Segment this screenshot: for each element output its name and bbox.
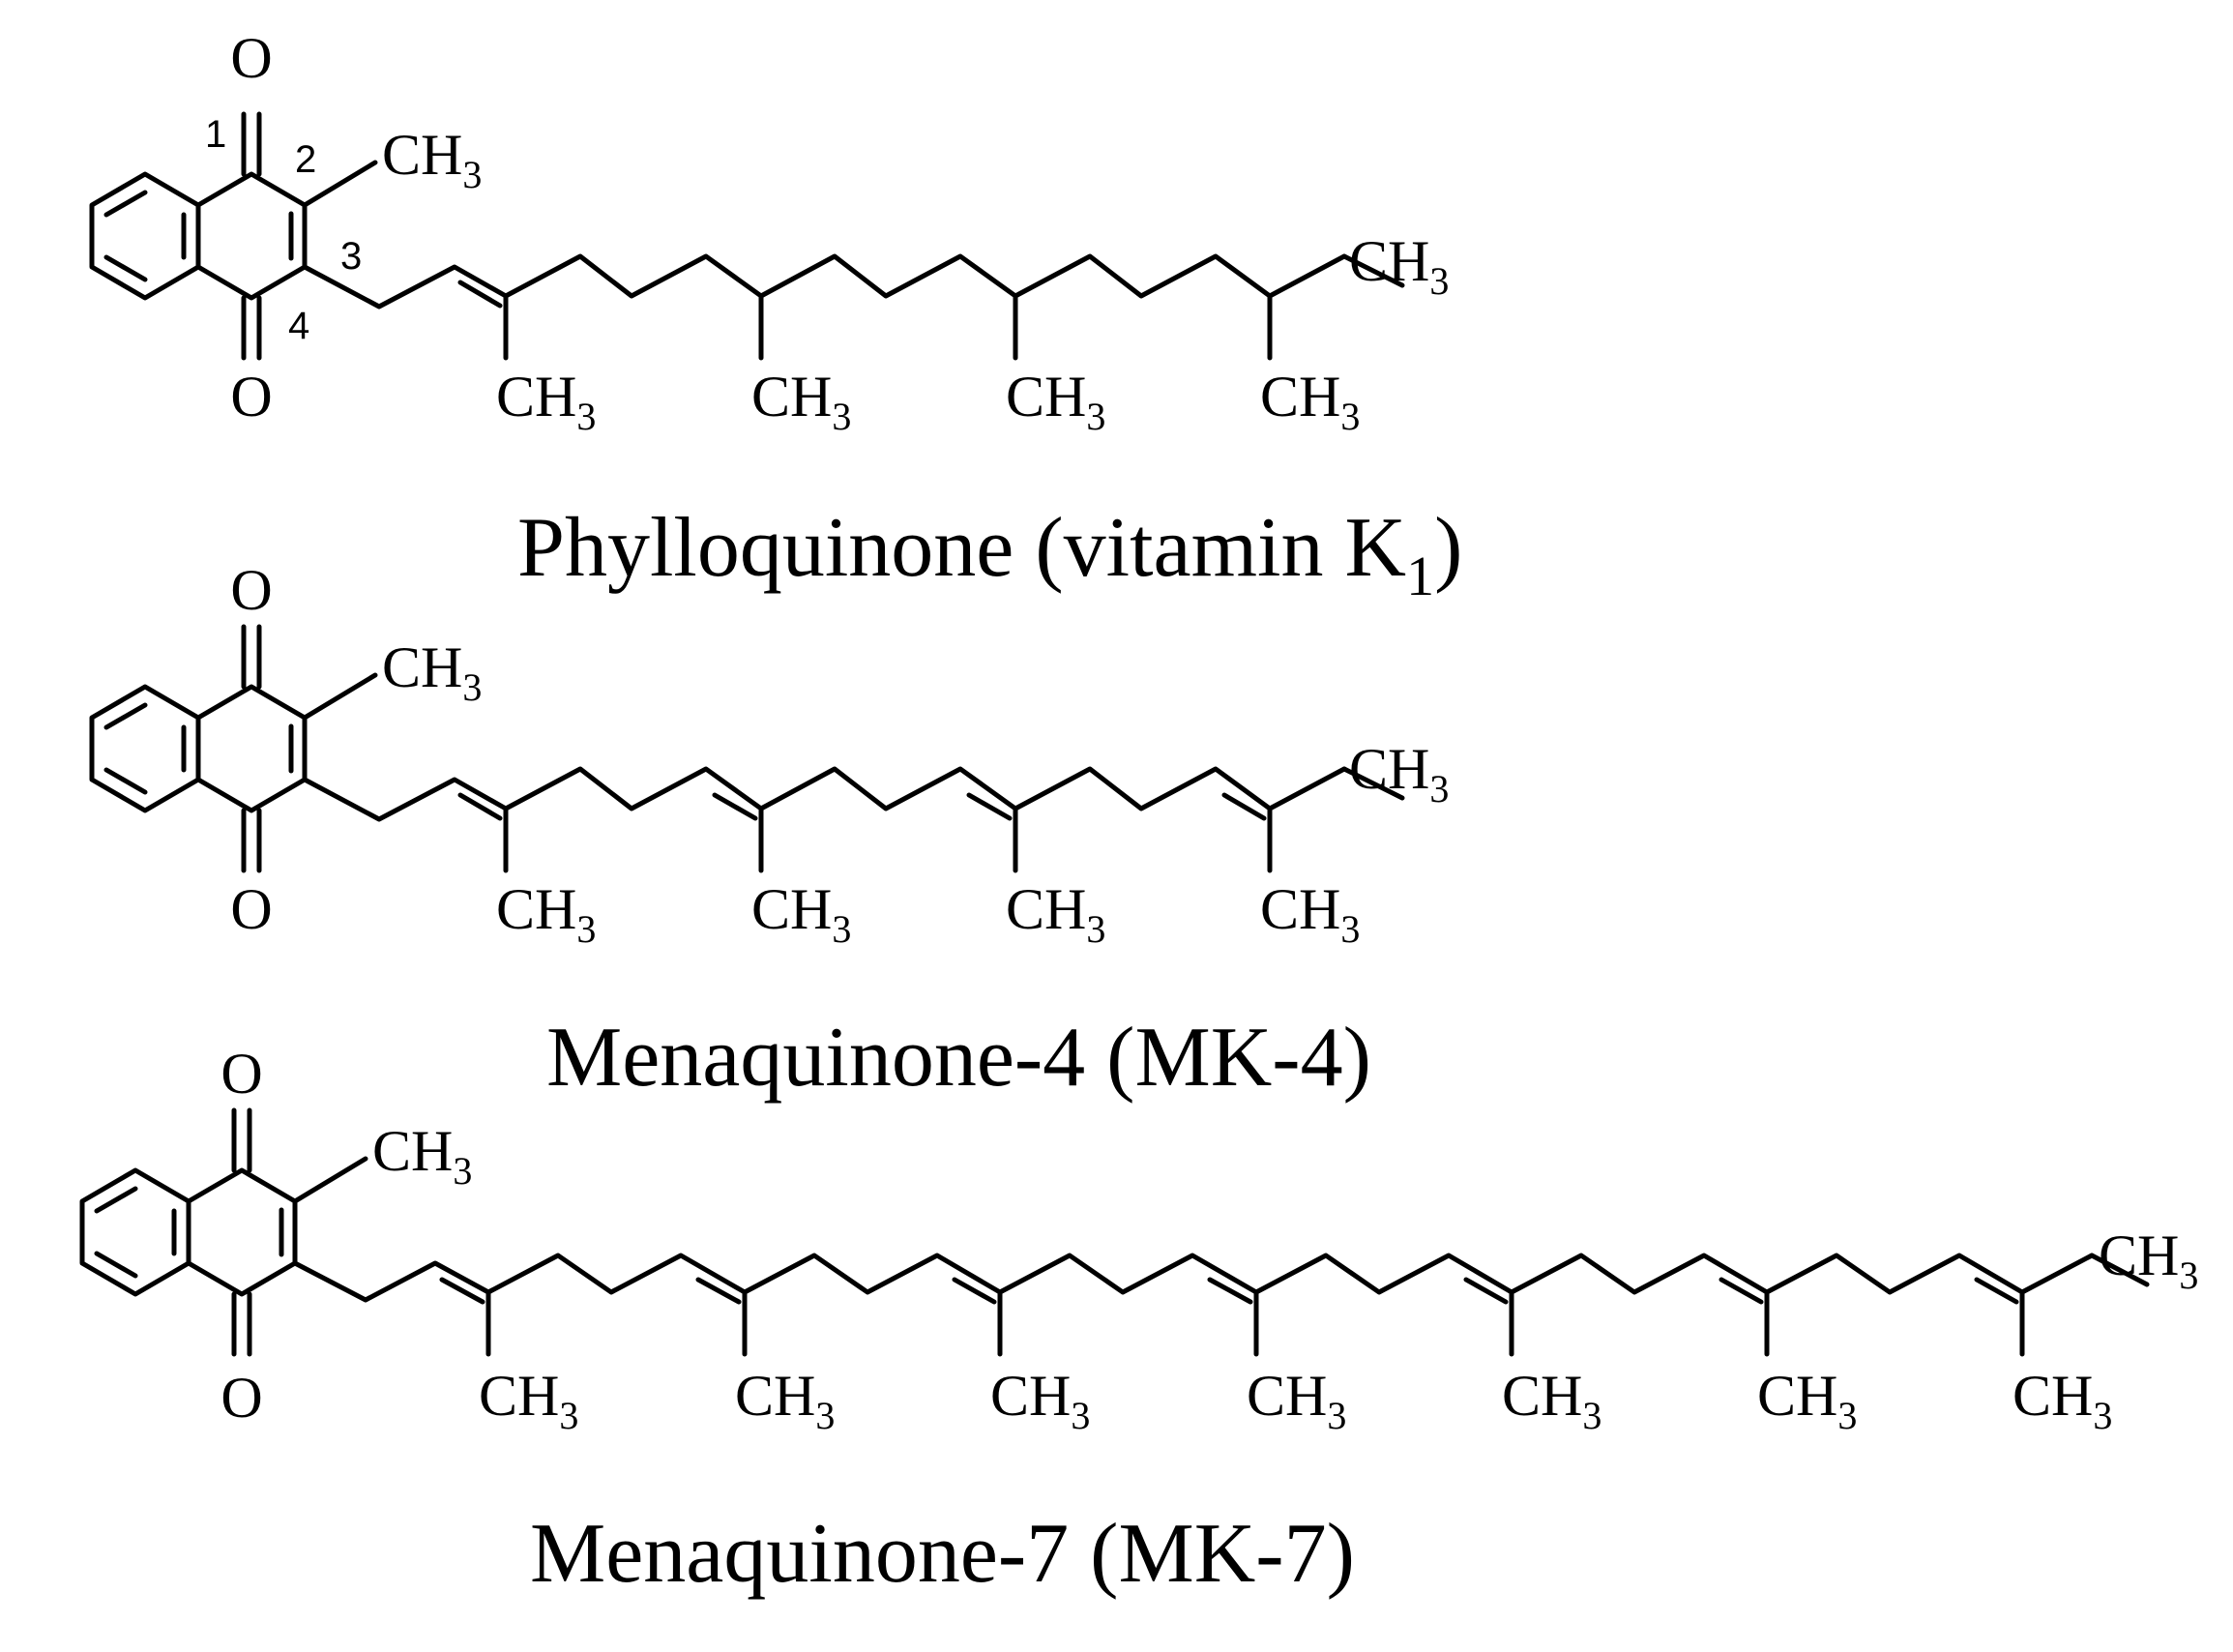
mk7-branch-methyl-1: CH3	[479, 1364, 578, 1437]
mk4-side-chain	[302, 766, 1347, 822]
mk4-ring-methyl: CH3	[382, 635, 482, 709]
phylloquinone-oxygen-top: O	[230, 26, 272, 90]
mk4-name: Menaquinone-4 (MK-4)	[546, 1011, 1371, 1105]
mk4-branch-bonds	[503, 766, 1405, 873]
phylloquinone-name: Phylloquinone (vitamin K1)	[517, 501, 1462, 607]
mk4-oxygen-bottom: O	[230, 877, 272, 941]
phylloquinone-ring-methyl: CH3	[382, 123, 482, 196]
phylloquinone-trans-double-bond	[457, 280, 503, 309]
phylloquinone-branch-bonds	[503, 253, 1405, 361]
mk4-benzene-inner-bonds	[103, 702, 187, 795]
phylloquinone-structure: O O CH3 1 2 3 4 CH3 CH3 CH3 CH3 CH3 Phyl…	[89, 26, 1462, 607]
menaquinone-4-structure: O O CH3 CH3 CH3 CH3 CH3 CH3 Menaquinone-…	[89, 558, 1449, 1105]
phylloquinone-carbonyl-bonds	[241, 111, 262, 361]
mk7-benzene-inner-bonds	[94, 1186, 177, 1279]
mk4-branch-methyl-2: CH3	[751, 877, 851, 951]
mk7-branch-methyl-5: CH3	[1502, 1364, 1601, 1437]
mk7-branch-methyl-2: CH3	[735, 1364, 835, 1437]
position-number-1: 1	[205, 113, 226, 156]
phylloquinone-side-chain	[302, 253, 1347, 310]
mk7-terminal-methyl-right: CH3	[2099, 1224, 2198, 1297]
menaquinone-7-structure: O O CH3 CH3 CH3 CH3 CH3 CH3 CH3 CH3 CH3 …	[79, 1042, 2198, 1601]
mk7-oxygen-top: O	[220, 1042, 262, 1106]
mk4-branch-methyl-1: CH3	[496, 877, 596, 951]
mk4-terminal-methyl-right: CH3	[1349, 737, 1449, 811]
mk7-ring-methyl-bond	[292, 1156, 368, 1204]
mk4-quinone-ring	[195, 684, 308, 813]
phylloquinone-benzene-inner-bonds	[103, 190, 187, 282]
mk7-terminal-methyl-bottom: CH3	[2013, 1364, 2112, 1437]
phylloquinone-terminal-methyl-bottom: CH3	[1260, 365, 1360, 438]
mk7-branch-bonds	[485, 1253, 2150, 1357]
mk7-side-chain	[292, 1253, 2095, 1303]
mk7-quinone-ring	[186, 1167, 298, 1297]
phylloquinone-quinone-ring	[195, 171, 308, 301]
mk7-branch-methyl-4: CH3	[1247, 1364, 1346, 1437]
mk4-carbonyl-bonds	[241, 624, 262, 873]
mk7-branch-methyl-6: CH3	[1757, 1364, 1857, 1437]
position-number-2: 2	[295, 138, 316, 181]
mk4-terminal-methyl-bottom: CH3	[1260, 877, 1360, 951]
mk7-branch-methyl-3: CH3	[990, 1364, 1090, 1437]
mk7-ring-methyl: CH3	[372, 1119, 472, 1193]
mk4-oxygen-top: O	[230, 558, 272, 622]
phylloquinone-branch-methyl-3: CH3	[1006, 365, 1105, 438]
position-number-4: 4	[288, 305, 309, 347]
phylloquinone-terminal-methyl-right: CH3	[1349, 229, 1449, 303]
mk7-oxygen-bottom: O	[220, 1366, 262, 1430]
mk4-branch-methyl-3: CH3	[1006, 877, 1105, 951]
mk7-trans-double-bonds	[439, 1277, 2019, 1305]
phylloquinone-branch-methyl-1: CH3	[496, 365, 596, 438]
mk7-carbonyl-bonds	[231, 1107, 252, 1357]
position-number-3: 3	[340, 235, 362, 278]
phylloquinone-oxygen-bottom: O	[230, 365, 272, 428]
mk7-name: Menaquinone-7 (MK-7)	[530, 1507, 1355, 1601]
mk4-ring-methyl-bond	[302, 672, 378, 721]
phylloquinone-branch-methyl-2: CH3	[751, 365, 851, 438]
mk4-trans-double-bonds	[457, 792, 1267, 821]
phylloquinone-ring-methyl-bond	[302, 160, 378, 208]
